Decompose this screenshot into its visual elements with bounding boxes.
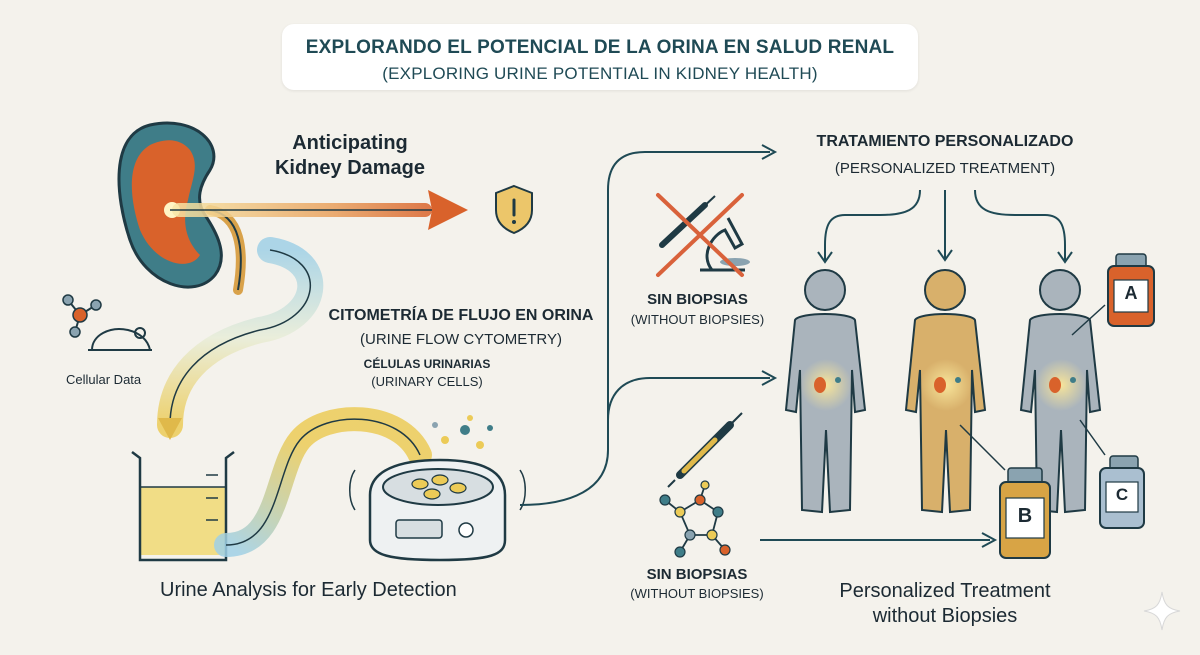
title-subtitle: (EXPLORING URINE POTENTIAL IN KIDNEY HEA… (382, 64, 818, 83)
warning-shield-icon (495, 184, 533, 235)
syringe-molecule-icon (659, 412, 743, 558)
patient-figure-middle (904, 269, 987, 514)
patient-figure-left (784, 269, 867, 514)
urinary-cells-subtitle: (URINARY CELLS) (371, 374, 483, 389)
treatment-subtitle: (PERSONALIZED TREATMENT) (834, 160, 1056, 177)
no-biopsy-bottom-subtitle: (WITHOUT BIOPSIES) (630, 586, 764, 601)
bottle-c-label: C (1115, 485, 1129, 504)
no-biopsy-top-subtitle: (WITHOUT BIOPSIES) (630, 312, 765, 327)
no-biopsy-top-title: SIN BIOPSIAS (647, 291, 748, 308)
medicine-bottle-c (1099, 455, 1145, 529)
urine-analysis-label: Urine Analysis for Early Detection (160, 579, 457, 601)
title-main: EXPLORANDO EL POTENCIAL DE LA ORINA EN S… (305, 37, 895, 58)
sample-flow-ribbon (214, 407, 432, 557)
anticipating-line1: Anticipating (292, 132, 408, 154)
sparkle-icon (1143, 591, 1181, 631)
flow-cytometer-device (349, 415, 526, 562)
anticipation-arrow (170, 190, 468, 230)
bottle-connectors (959, 304, 1106, 471)
urine-flow-ribbon (157, 237, 324, 440)
medicine-bottle-b (999, 467, 1051, 559)
cellular-data-label: Cellular Data (66, 372, 142, 387)
bottle-b-label: B (1017, 505, 1033, 527)
no-biopsy-icon (656, 193, 750, 277)
cellular-data-icon (62, 294, 152, 351)
bottle-a-label: A (1124, 283, 1138, 303)
patient-figure-right (1019, 269, 1102, 514)
urine-beaker (131, 451, 235, 562)
treatment-title: TRATAMIENTO PERSONALIZADO (816, 133, 1074, 150)
personalized-line2: without Biopsies (872, 605, 1018, 627)
no-biopsy-bottom-title: SIN BIOPSIAS (646, 566, 748, 583)
urinary-cells-title: CÉLULAS URINARIAS (363, 357, 491, 371)
branch-arrows (519, 144, 1073, 548)
title-card: EXPLORANDO EL POTENCIAL DE LA ORINA EN S… (282, 24, 918, 90)
personalized-line1: Personalized Treatment (839, 580, 1051, 602)
cytometry-title: CITOMETRÍA DE FLUJO EN ORINA (328, 307, 594, 324)
cytometry-subtitle: (URINE FLOW CYTOMETRY) (360, 331, 562, 348)
anticipating-line2: Kidney Damage (274, 157, 426, 179)
medicine-bottle-a (1107, 253, 1155, 327)
